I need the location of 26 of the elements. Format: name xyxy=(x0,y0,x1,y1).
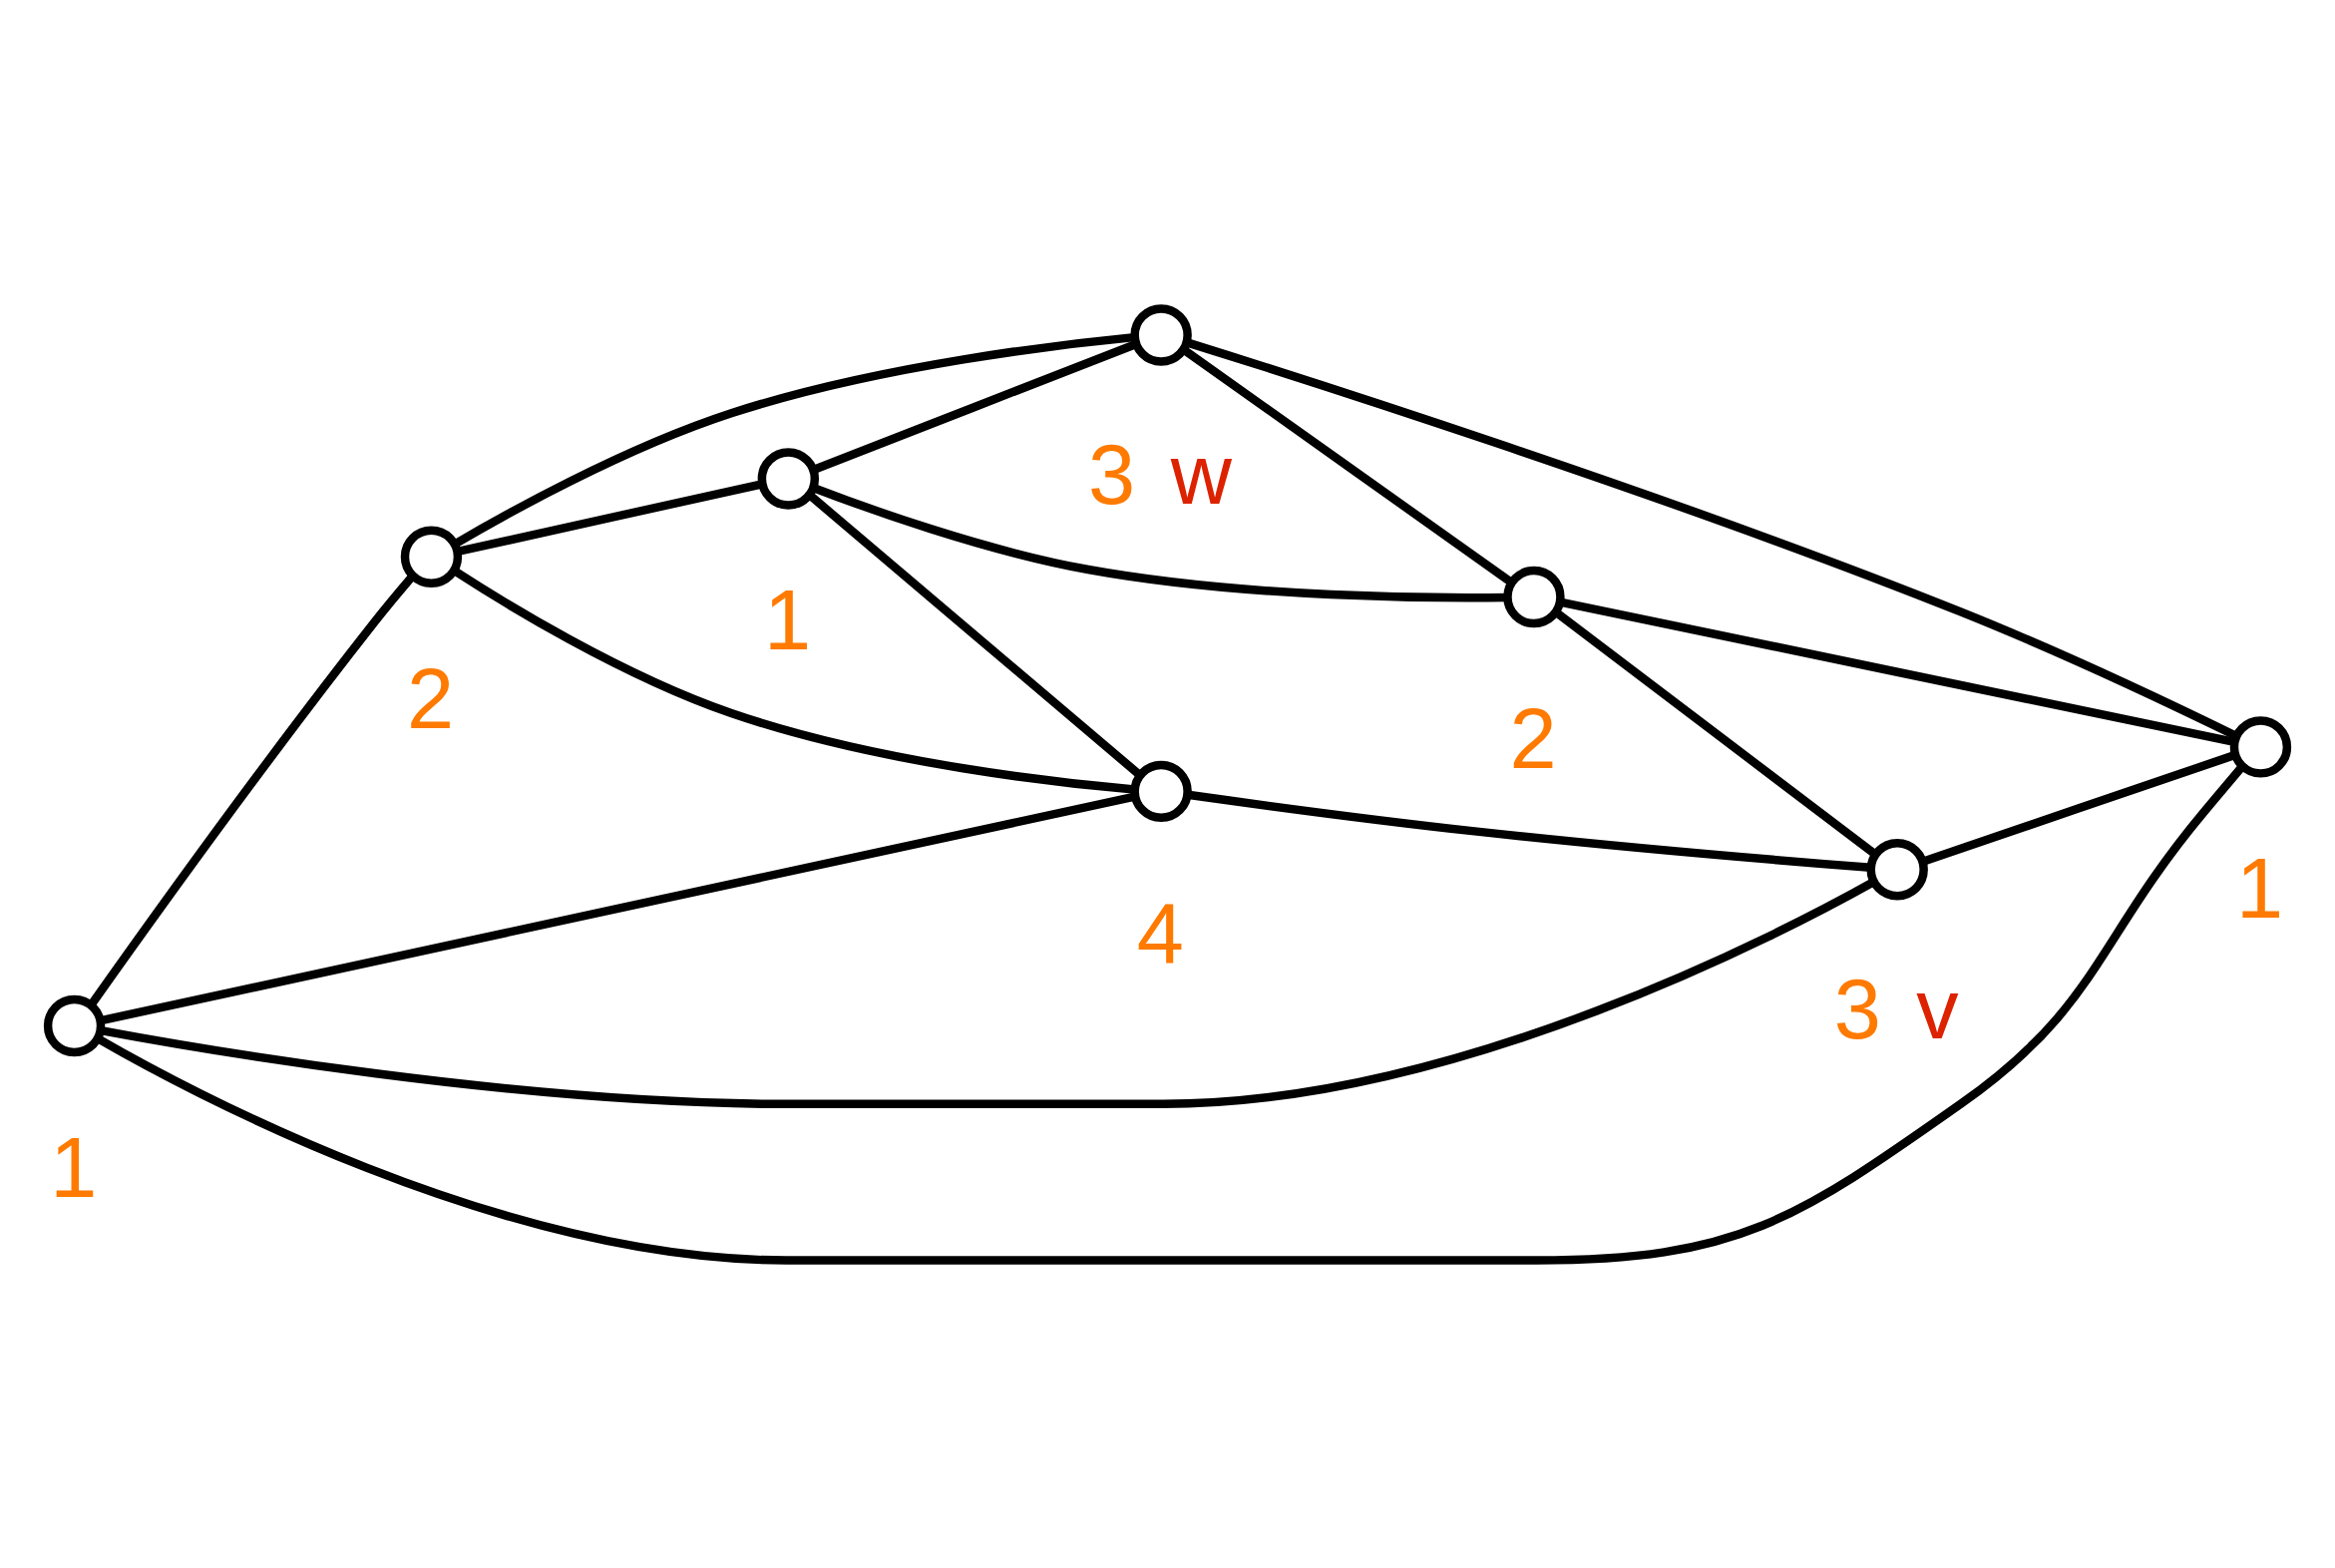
node-circle xyxy=(757,447,820,510)
connector xyxy=(812,483,1507,601)
node-label: w xyxy=(1170,426,1232,522)
connector xyxy=(100,877,1876,1108)
node-circle xyxy=(400,526,463,588)
node-label: 3 xyxy=(1088,426,1136,522)
node-circle xyxy=(43,994,106,1056)
node-label: 2 xyxy=(407,650,455,746)
node-label: 1 xyxy=(50,1119,98,1215)
node-label: 2 xyxy=(1509,690,1557,786)
node-label: 1 xyxy=(2236,840,2284,936)
node-circle xyxy=(2229,715,2292,778)
node-circle xyxy=(1866,838,1928,900)
node-circle xyxy=(1503,566,1565,627)
node-label: v xyxy=(1916,961,1959,1056)
connector xyxy=(807,492,1143,778)
connector xyxy=(1553,608,1878,858)
node-label: 3 xyxy=(1833,961,1881,1056)
node-label: 1 xyxy=(764,572,812,667)
node-circle xyxy=(1130,303,1192,366)
connector xyxy=(1187,790,1871,872)
connector xyxy=(88,573,416,1006)
connector xyxy=(1181,345,1514,586)
node-circle xyxy=(1130,760,1192,822)
connector xyxy=(100,791,1136,1024)
node-label: 4 xyxy=(1136,885,1184,980)
